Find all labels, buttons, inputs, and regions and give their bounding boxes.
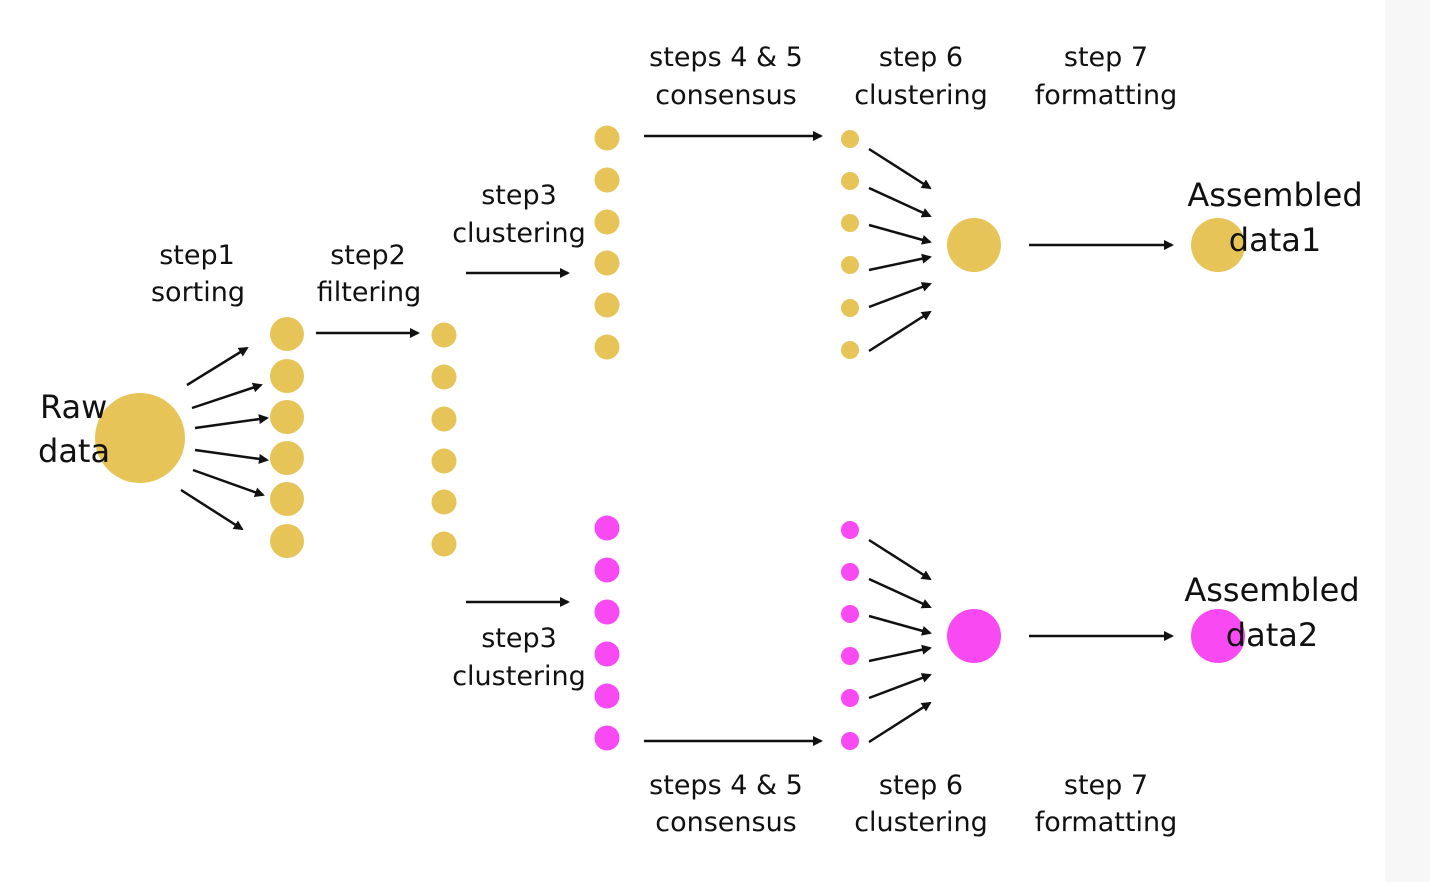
top-step6-arrows [868, 147, 932, 353]
bottom-cluster-node [594, 557, 620, 583]
bottom-cluster-node [594, 599, 620, 625]
bottom-consensus-node [841, 563, 859, 581]
bottom-step6-arrow [868, 644, 932, 663]
assembled-data1-label-line2: data1 [1229, 221, 1321, 259]
bottom-cluster-node [594, 725, 620, 751]
bottom-cluster-node [594, 641, 620, 667]
top-step45-label-line2: consensus [655, 80, 797, 111]
filtered-node [431, 448, 457, 474]
step1-label-line2: sorting [151, 277, 245, 308]
bottom-consensus-node [841, 689, 859, 707]
top-merged-node [947, 218, 1001, 272]
raw-data-label-line1: Raw [40, 388, 107, 426]
bottom-cluster-node [594, 683, 620, 709]
assembled-data2-node [1191, 609, 1245, 663]
top-step6-label-line1: step 6 [879, 42, 963, 73]
top-step6-arrow [868, 147, 932, 190]
top-step6-arrow [868, 253, 932, 272]
step2-label-line2: filtering [317, 277, 422, 308]
top-step45-label-line1: steps 4 & 5 [649, 42, 803, 73]
step1-arrow [192, 468, 265, 498]
step1-arrow [186, 346, 249, 387]
top-step6-arrow [868, 186, 932, 218]
filtered-circles [431, 322, 457, 557]
bottom-consensus-node [841, 521, 859, 539]
step1-arrow [194, 414, 269, 430]
bottom-step7-label-line1: step 7 [1064, 770, 1148, 801]
bottom-merged-node [947, 609, 1001, 663]
bottom-consensus-node [841, 605, 859, 623]
pipeline-diagram: Raw data step1 sorting step2 filtering s… [38, 42, 1363, 838]
right-margin-strip [1385, 0, 1430, 882]
top-cluster-node [594, 125, 620, 151]
top-cluster-node [594, 209, 620, 235]
top-step6-arrow [868, 282, 932, 309]
top-step6-arrow [868, 223, 932, 245]
bottom-step3-label-line1: step3 [481, 623, 557, 654]
filtered-node [431, 364, 457, 390]
sorted-node [270, 441, 304, 475]
top-step3-label-line1: step3 [481, 180, 557, 211]
bottom-step6-arrow [868, 614, 932, 636]
pipeline-svg: Raw data step1 sorting step2 filtering s… [38, 42, 1363, 838]
bottom-step45-label-line1: steps 4 & 5 [649, 770, 803, 801]
step2-label-line1: step2 [330, 240, 406, 271]
step1-arrow [180, 488, 244, 531]
sorted-circles [270, 317, 304, 558]
sorted-node [270, 524, 304, 558]
top-consensus-node [841, 130, 859, 148]
assembled-data2-label-line2: data2 [1226, 616, 1318, 654]
filtered-node [431, 406, 457, 432]
top-cluster-node [594, 167, 620, 193]
sorted-node [270, 482, 304, 516]
bottom-step6-arrow [868, 673, 932, 700]
bottom-consensus-circles [841, 521, 859, 750]
bottom-step6-arrows [868, 538, 932, 744]
bottom-step6-arrow [868, 538, 932, 581]
top-consensus-node [841, 172, 859, 190]
top-consensus-circles [841, 130, 859, 359]
bottom-consensus-node [841, 732, 859, 750]
top-consensus-node [841, 214, 859, 232]
top-consensus-node [841, 256, 859, 274]
sorted-node [270, 359, 304, 393]
top-step6-label-line2: clustering [854, 80, 988, 111]
assembled-data1-node [1191, 218, 1245, 272]
step1-arrows [180, 346, 269, 531]
top-step7-label-line2: formatting [1035, 80, 1177, 111]
step1-arrow [194, 448, 269, 464]
top-cluster-node [594, 292, 620, 318]
top-consensus-node [841, 341, 859, 359]
top-step6-arrow [868, 310, 932, 353]
filtered-node [431, 489, 457, 515]
assembled-data1-label-line1: Assembled [1187, 176, 1362, 214]
step1-arrow [191, 382, 263, 410]
bottom-step45-label-line2: consensus [655, 807, 797, 838]
assembled-data2-label-line1: Assembled [1184, 571, 1359, 609]
top-step3-label-line2: clustering [452, 218, 586, 249]
sorted-node [270, 400, 304, 434]
bottom-step6-label-line1: step 6 [879, 770, 963, 801]
top-step7-label-line1: step 7 [1064, 42, 1148, 73]
bottom-step3-label-line2: clustering [452, 661, 586, 692]
sorted-node [270, 317, 304, 351]
bottom-clustered-circles [594, 515, 620, 751]
filtered-node [431, 531, 457, 557]
top-cluster-node [594, 334, 620, 360]
raw-data-node [95, 393, 185, 483]
bottom-step6-arrow [868, 701, 932, 744]
bottom-step7-label-line2: formatting [1035, 807, 1177, 838]
bottom-step6-arrow [868, 577, 932, 609]
filtered-node [431, 322, 457, 348]
bottom-step6-label-line2: clustering [854, 807, 988, 838]
top-consensus-node [841, 299, 859, 317]
raw-data-label-line2: data [38, 432, 110, 470]
step1-label-line1: step1 [159, 240, 235, 271]
bottom-cluster-node [594, 515, 620, 541]
bottom-consensus-node [841, 647, 859, 665]
top-cluster-node [594, 250, 620, 276]
top-clustered-circles [594, 125, 620, 360]
